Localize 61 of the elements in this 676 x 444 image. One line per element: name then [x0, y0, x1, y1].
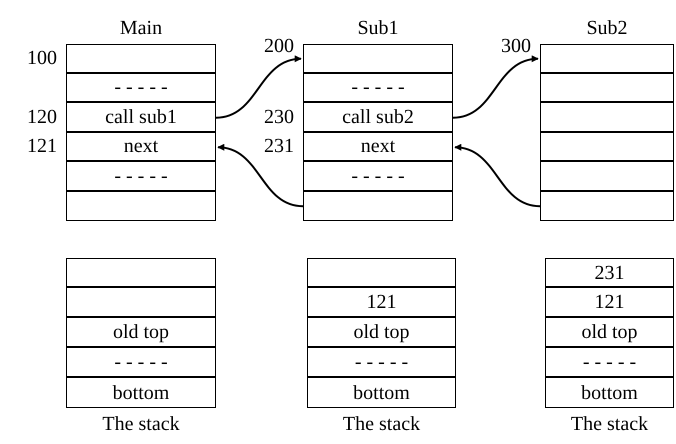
memory-cell — [540, 132, 674, 162]
arrow — [216, 56, 302, 119]
memory-cell — [66, 378, 216, 408]
memory-cell — [545, 318, 674, 348]
cell-text: - - - - - — [351, 77, 405, 98]
memory-cell — [307, 318, 456, 348]
memory-cell — [307, 378, 456, 408]
cell-text: - - - - - — [114, 77, 168, 98]
memory-cell — [66, 348, 216, 378]
address-label: 231 — [264, 136, 294, 156]
memory-cell — [66, 318, 216, 348]
column-title: Sub2 — [586, 18, 628, 38]
address-label: 121 — [27, 136, 57, 156]
cell-text: next — [360, 136, 396, 156]
cell-text: old top — [112, 322, 170, 342]
cell-text: bottom — [112, 382, 170, 402]
memory-cell — [540, 162, 674, 192]
cell-text: call sub1 — [105, 106, 177, 127]
memory-cell — [545, 348, 674, 378]
column-title: Main — [120, 18, 162, 38]
memory-cell — [303, 192, 453, 221]
cell-text: - - - - - — [114, 352, 168, 372]
address-label: 120 — [27, 106, 57, 127]
stack-caption: The stack — [102, 414, 180, 434]
column-title: Sub1 — [357, 18, 399, 38]
cell-text: 121 — [594, 292, 624, 312]
memory-cell — [540, 74, 674, 103]
stack-caption: The stack — [570, 414, 648, 434]
cell-text: - - - - - — [351, 166, 405, 186]
memory-cell — [545, 258, 674, 288]
cell-text: 121 — [366, 292, 396, 312]
address-label: 200 — [264, 36, 294, 56]
cell-text: bottom — [353, 382, 410, 402]
memory-cell — [307, 348, 456, 378]
arrow — [454, 144, 540, 208]
memory-cell — [307, 258, 456, 288]
memory-cell — [307, 288, 456, 318]
cell-text: call sub2 — [342, 106, 414, 127]
memory-cell — [66, 192, 216, 221]
memory-cell — [545, 288, 674, 318]
stack-caption: The stack — [342, 414, 420, 434]
memory-cell — [540, 192, 674, 221]
cell-text: - - - - - — [582, 352, 636, 372]
memory-cell — [540, 103, 674, 132]
memory-cell — [66, 258, 216, 288]
cell-text: 231 — [594, 262, 624, 282]
memory-cell — [66, 74, 216, 103]
address-label: 100 — [27, 48, 57, 68]
arrow — [217, 144, 304, 208]
cell-text: next — [124, 136, 158, 156]
address-label: 230 — [264, 106, 294, 127]
cell-text: old top — [353, 322, 410, 342]
memory-cell — [66, 288, 216, 318]
address-label: 300 — [501, 36, 531, 56]
arrow — [452, 56, 539, 119]
cell-text: - - - - - — [354, 352, 408, 372]
cell-text: bottom — [581, 382, 638, 402]
cell-text: old top — [581, 322, 638, 342]
memory-cell — [303, 74, 453, 103]
memory-cell — [545, 378, 674, 408]
cell-text: - - - - - — [114, 166, 168, 186]
